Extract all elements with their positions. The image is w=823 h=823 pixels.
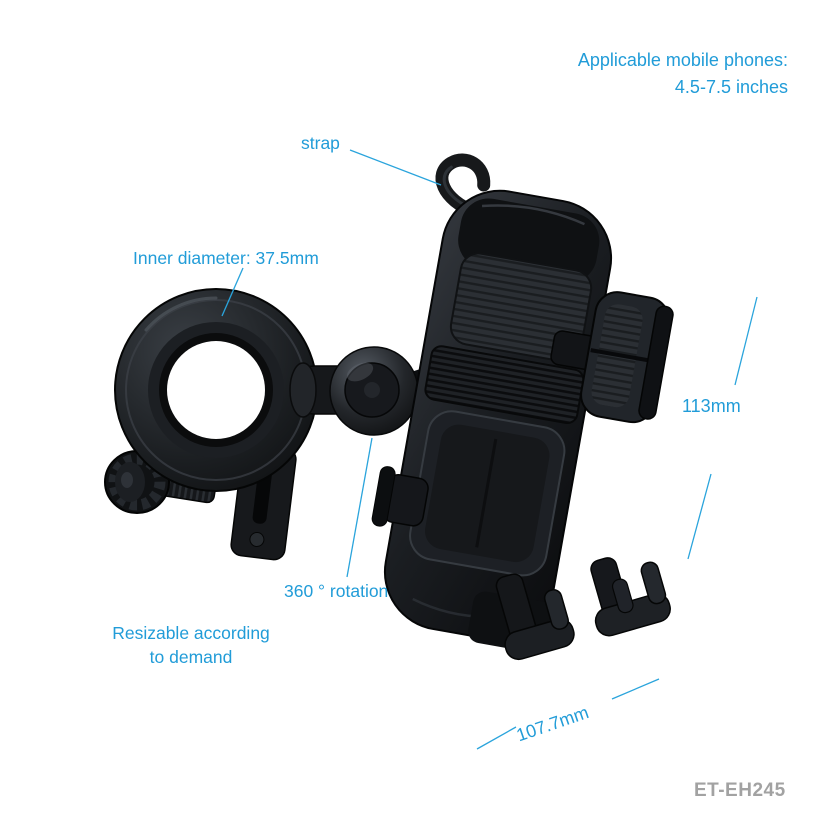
height-dimension-label: 113mm [682,396,741,416]
resizable-line1: Resizable according [112,623,270,643]
side-grip-left [371,466,429,527]
resizable-line2: to demand [149,647,233,667]
dimension-line-height-lower [687,473,712,560]
leader-line-rotation [346,437,373,578]
dimension-line-height-upper [734,296,758,386]
rotation-label: 360 ° rotation [284,581,389,601]
strap-hook [435,153,491,219]
inner-diameter-label: Inner diameter: 37.5mm [133,248,319,268]
leader-line-strap [349,149,442,186]
applicable-phones-line1: Applicable mobile phones: [577,50,788,70]
ball-joint [329,346,419,436]
annotation-lines [221,149,758,750]
side-grip-right [580,291,674,424]
handlebar-clamp-ring [114,288,318,492]
applicable-phones-line2: 4.5-7.5 inches [674,77,788,97]
strap-label: strap [301,133,340,153]
resizable-label: Resizable according to demand [96,621,286,669]
bottom-foot-right [590,557,671,637]
ring-inner-hole [167,341,265,439]
phone-cradle [371,153,674,654]
applicable-phones-label: Applicable mobile phones: 4.5-7.5 inches [528,47,788,101]
ridge-band [424,345,585,425]
leader-line-inner-diameter [221,267,244,317]
model-number: ET-EH245 [694,780,786,801]
bottom-foot-left [495,573,575,661]
dimension-line-width-right [611,678,660,700]
dimension-line-width-left [476,726,517,750]
